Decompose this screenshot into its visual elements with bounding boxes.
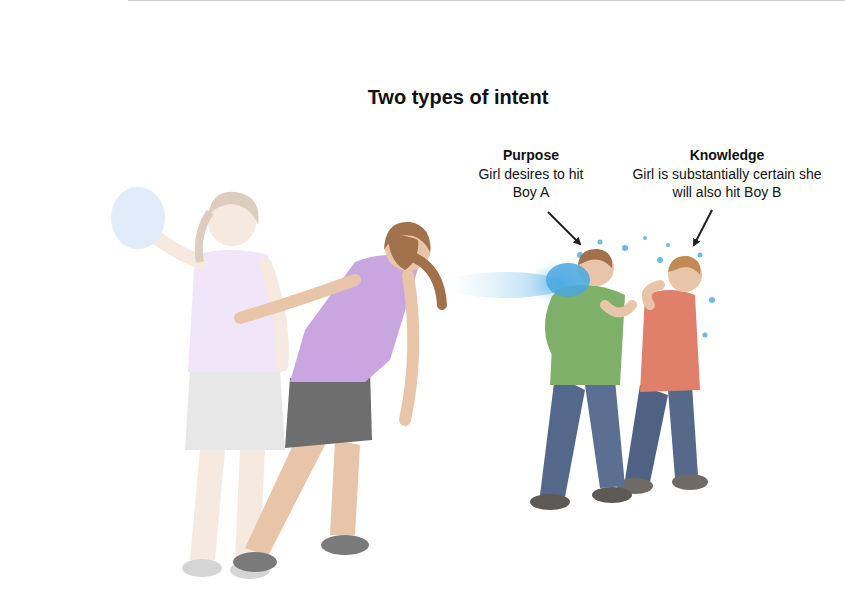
top-rule [128,0,845,1]
callout-heading: Purpose [466,146,596,164]
purpose-arrow [548,212,580,244]
knowledge-arrow [694,210,712,245]
girl-throwing [233,222,442,572]
callout-heading: Knowledge [627,146,827,164]
balloon-burst [546,263,590,297]
callout-text: Girl desires to hit Boy A [466,165,596,201]
callout-text: Girl is substantially certain she will a… [627,165,827,201]
boy-b [617,256,708,494]
boy-a [530,249,632,510]
title: Two types of intent [258,84,658,110]
